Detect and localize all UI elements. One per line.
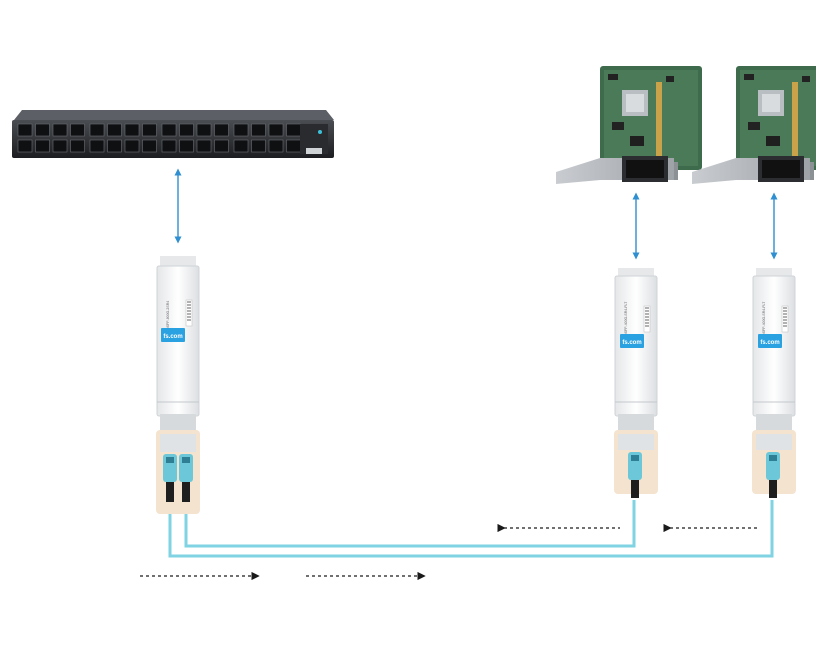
- brand-label: [161, 328, 185, 342]
- transceiver-part-number: OSFP-400G-SR4-FLT: [762, 301, 766, 336]
- switch-port-cage: [124, 139, 140, 153]
- fiber-cable-to-nic-2: [168, 500, 774, 558]
- brand-label-text: fs.com: [760, 340, 779, 346]
- brand-label: [620, 334, 644, 348]
- switch-port-cage: [161, 139, 177, 153]
- switch-status-led: [318, 130, 322, 134]
- switch-device: [12, 110, 334, 158]
- switch-port-cage: [17, 139, 33, 153]
- network-adapter-2: [692, 66, 816, 184]
- switch-port-cage: [89, 123, 105, 137]
- barcode: [781, 305, 789, 333]
- brand-label: [758, 334, 782, 348]
- switch-mgmt-port: [306, 148, 322, 154]
- switch-port-cage: [268, 123, 284, 137]
- switch-port-cage: [142, 123, 157, 137]
- transceiver-800g: OSFP-800G-2SR4 fs.com: [156, 256, 200, 514]
- mpo-connector-key: [166, 457, 174, 463]
- transceiver-400g-right: OSFP-400G-SR4-FLT fs.com: [752, 268, 796, 498]
- switch-port-cage: [233, 123, 249, 137]
- transceiver-400g-left: OSFP-400G-SR4-FLT fs.com: [614, 268, 658, 498]
- fiber-cable-to-nic-1: [184, 500, 636, 548]
- switch-port-cage: [124, 123, 140, 137]
- switch-port-cage: [161, 123, 177, 137]
- switch-port-array: [17, 123, 301, 153]
- network-adapter-1: [556, 66, 702, 184]
- switch-port-cage: [142, 139, 157, 153]
- brand-label-text: fs.com: [622, 340, 641, 346]
- switch-port-cage: [52, 139, 68, 153]
- switch-port-cage: [214, 123, 229, 137]
- switch-port-cage: [35, 123, 50, 137]
- switch-port-cage: [286, 139, 301, 153]
- mpo-connector-key: [182, 457, 190, 463]
- barcode: [185, 299, 193, 327]
- switch-port-cage: [107, 139, 122, 153]
- switch-port-cage: [17, 123, 33, 137]
- switch-port-cage: [70, 123, 85, 137]
- mpo-connector: [766, 452, 780, 498]
- switch-port-cage: [70, 139, 85, 153]
- switch-port-cage: [233, 139, 249, 153]
- switch-port-cage: [251, 139, 266, 153]
- brand-label-text: fs.com: [163, 334, 182, 340]
- mpo-strain-relief: [166, 482, 174, 502]
- switch-port-cage: [268, 139, 284, 153]
- switch-port-cage: [196, 123, 212, 137]
- mpo-connectors: [163, 454, 193, 502]
- switch-port-cage: [107, 123, 122, 137]
- switch-port-cage: [179, 123, 194, 137]
- switch-port-cage: [52, 123, 68, 137]
- switch-port-cage: [196, 139, 212, 153]
- transceiver-part-number: OSFP-400G-SR4-FLT: [624, 301, 628, 336]
- switch-port-cage: [251, 123, 266, 137]
- barcode: [643, 305, 651, 333]
- switch-port-cage: [89, 139, 105, 153]
- switch-port-cage: [286, 123, 301, 137]
- mpo-strain-relief: [182, 482, 190, 502]
- switch-port-cage: [179, 139, 194, 153]
- transceiver-part-number: OSFP-800G-2SR4: [166, 301, 170, 330]
- switch-port-cage: [214, 139, 229, 153]
- switch-port-cage: [35, 139, 50, 153]
- mpo-connector: [628, 452, 642, 498]
